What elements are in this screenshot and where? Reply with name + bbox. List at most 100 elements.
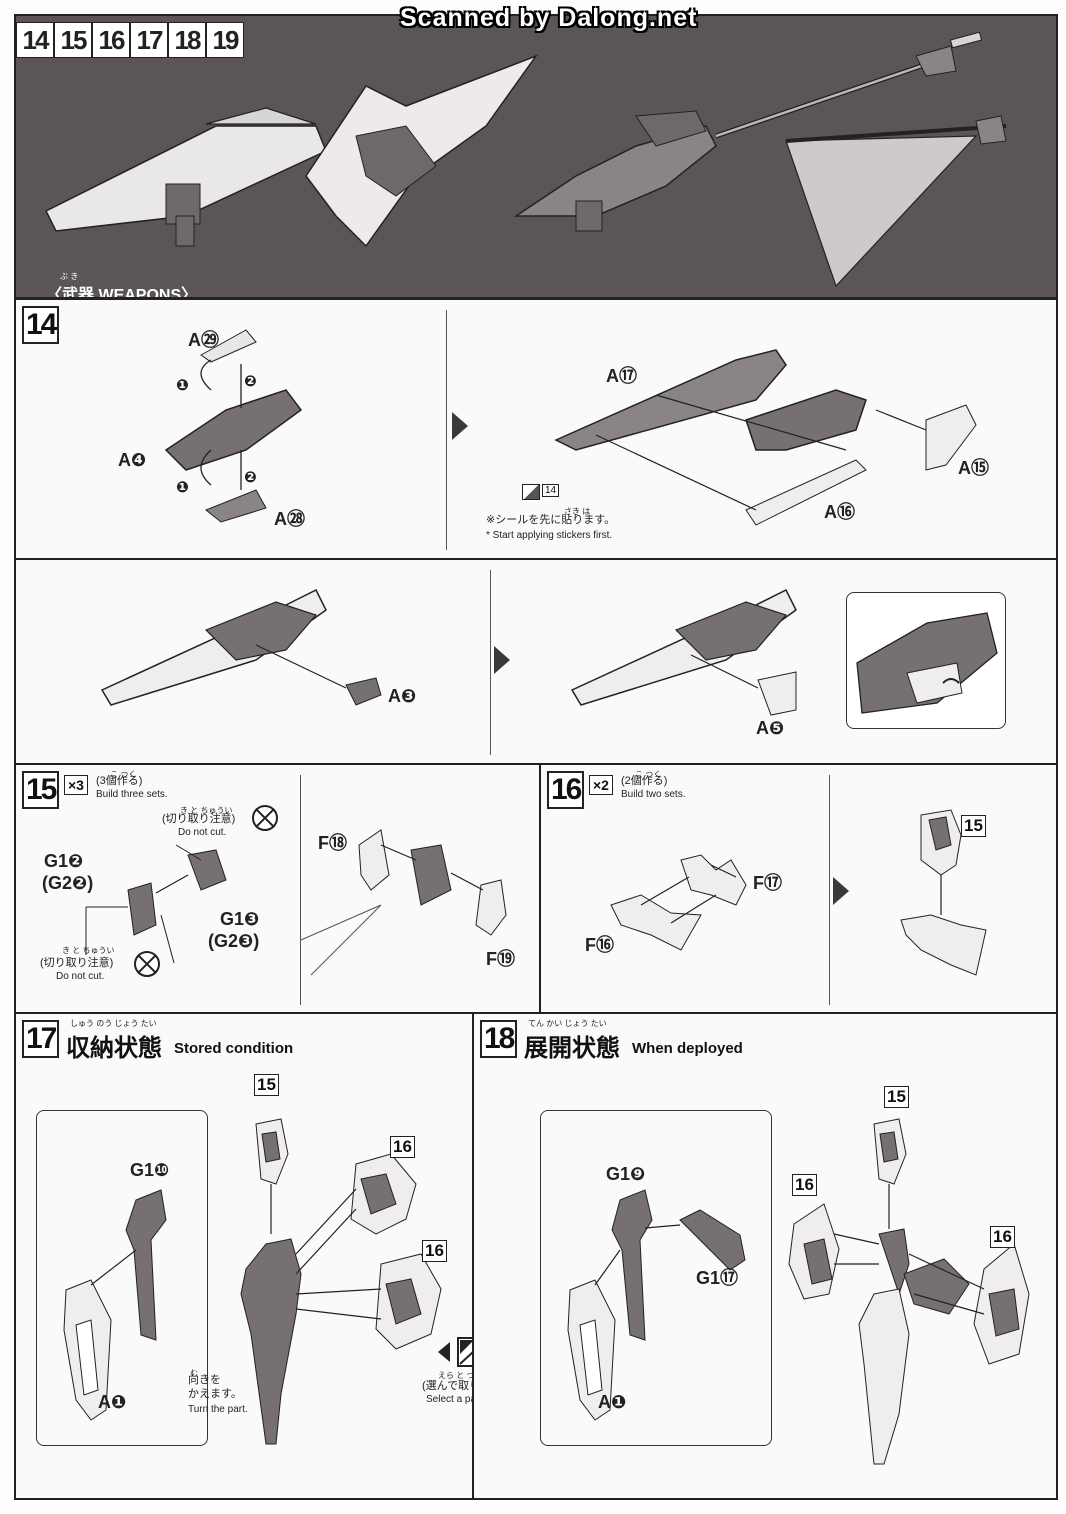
step15-count-en: Build three sets. [96,789,168,800]
step14-divider [446,310,447,550]
part-a4: A❹ [118,450,147,470]
step15-result-illustration [300,829,507,976]
caution-en-top: Do not cut. [178,827,227,838]
part-a17: A⑰ [606,366,637,386]
weapons-illustration [44,31,1007,288]
part-a28: A㉘ [274,509,305,529]
step14-rifle-complete-illustration [570,588,797,716]
caution-jp-bottom: (切り取り注意) [40,957,114,969]
step16-count-en: Build two sets. [621,789,686,800]
step16-number: 16 [547,771,585,809]
order-2-top: ❷ [244,373,257,390]
detail-inset [846,592,1006,729]
part-g2-2: (G2❷) [42,873,94,893]
step14-number: 14 [22,306,60,344]
step16-parts-illustration [610,854,747,951]
no-cut-icon-bottom [134,951,160,977]
step17-tag-15: 15 [254,1074,279,1096]
step-index-bar: 14 15 16 17 18 19 [16,22,244,58]
step18-tag-15: 15 [884,1086,909,1108]
weapons-label-jp: 〈武器 [46,287,95,299]
part-a16: A⑯ [824,502,855,522]
sticker-note-ruby: さき は [564,507,591,516]
part-g1-9: G1❾ [606,1164,646,1184]
part-f16: F⑯ [585,935,614,955]
part-a29: A㉙ [188,330,219,350]
order-1-bottom: ❶ [176,479,189,496]
step14-main-assembly-illustration [554,349,977,526]
step14-rifle-assembly-illustration [100,588,382,706]
turn-jp-2: かえます。 [188,1388,242,1400]
step18-title-jp: 展開状態 [524,1035,620,1062]
step17-subassembly-box [36,1110,208,1446]
step16-count-jp: (2個作る) [621,775,668,787]
no-cut-icon-top [252,805,278,831]
sticker-note-en: * Start applying stickers first. [486,530,613,541]
part-g1-10: G1❿ [130,1160,170,1180]
turn-en: Turn the part. [188,1404,248,1415]
caution-jp-top: (切り取り注意) [162,813,236,825]
step17-number: 17 [22,1020,60,1058]
step14-bottom-divider [490,570,491,755]
turn-jp-1: 向きを [188,1374,221,1386]
weapons-panel: ぶ き 〈武器 WEAPONS〉 [14,14,1058,299]
step18-tag-16b: 16 [990,1226,1015,1248]
step15-count-ruby: こ つく [110,770,137,779]
order-2-bottom: ❷ [244,469,257,486]
step16-multiplier-box: ×2 [589,775,613,795]
caution-ruby-top: き と ちゅうい [180,806,233,815]
scan-watermark: Scanned by Dalong.net [400,4,698,32]
step17-tag-16a: 16 [390,1136,415,1158]
step18-title-en: When deployed [632,1040,743,1057]
step18-panel: 18 てん かい じょう たい 展開状態 When deployed G1❾ G… [472,1012,1058,1500]
step17-title-ruby: しゅう のう じょう たい [70,1019,157,1028]
part-a5: A❺ [756,718,785,738]
step16-multiplier: ×2 [589,775,613,795]
part-a1-deployed: A❶ [598,1392,627,1412]
step16-count-ruby: こ つく [635,770,662,779]
detail-inset-illustration [856,612,998,714]
step17-title-en: Stored condition [174,1040,294,1057]
next-arrow-icon [452,412,468,440]
part-a1-stored: A❶ [98,1392,127,1412]
weapons-label-en: WEAPONS〉 [98,287,198,299]
part-g1-2: G1❷ [44,851,84,871]
step16-result-tag: 15 [961,815,986,837]
caution-en-bottom: Do not cut. [56,971,105,982]
step16-panel: 16 ×2 こ つく (2個作る) Build two sets. F⑰ F⑯ … [539,763,1058,1014]
next-arrow-icon-2 [494,646,510,674]
step17-main-illustration [240,1118,442,1445]
part-a3: A❸ [388,686,417,706]
part-g2-3: (G2❸) [208,931,260,951]
step-index-19: 19 [206,22,244,58]
select-ruby: えら と つ [438,1371,475,1380]
part-f18: F⑱ [318,833,347,853]
step18-main-illustration [788,1118,1030,1465]
turn-ruby: む [190,1369,198,1378]
part-a15: A⑮ [958,458,989,478]
step17-subassembly-illustration [63,1189,167,1421]
step-index-14: 14 [16,22,54,58]
step15-panel: 15 ×3 こ つく (3個作る) Build three sets. き と … [14,763,541,1014]
sticker-number: 14 [542,484,560,497]
part-g1-17: G1⑰ [696,1268,739,1288]
step18-number: 18 [480,1020,518,1058]
step15-multiplier: ×3 [64,775,88,795]
step-index-17: 17 [130,22,168,58]
weapons-label: ぶ き 〈武器 WEAPONS〉 [46,272,198,299]
weapons-ruby: ぶ き [60,272,79,281]
step18-title-ruby: てん かい じょう たい [528,1019,607,1028]
sticker-icon [522,484,540,500]
step17-title-jp: 収納状態 [66,1035,162,1062]
step18-subassembly-box [540,1110,772,1446]
step16-result-illustration [900,809,987,976]
sticker-note-jp: ※シールを先に貼ります。 [486,514,616,526]
step15-parts-illustration [85,844,227,964]
step15-count-jp: (3個作る) [96,775,143,787]
step16-divider [829,775,830,1005]
step14-subassembly-illustration [164,329,303,523]
step18-tag-16a: 16 [792,1174,817,1196]
step18-subassembly-illustration [567,1189,746,1421]
order-1-top: ❶ [176,377,189,394]
step14-panel-bottom: A❸ A❺ [14,558,1058,765]
